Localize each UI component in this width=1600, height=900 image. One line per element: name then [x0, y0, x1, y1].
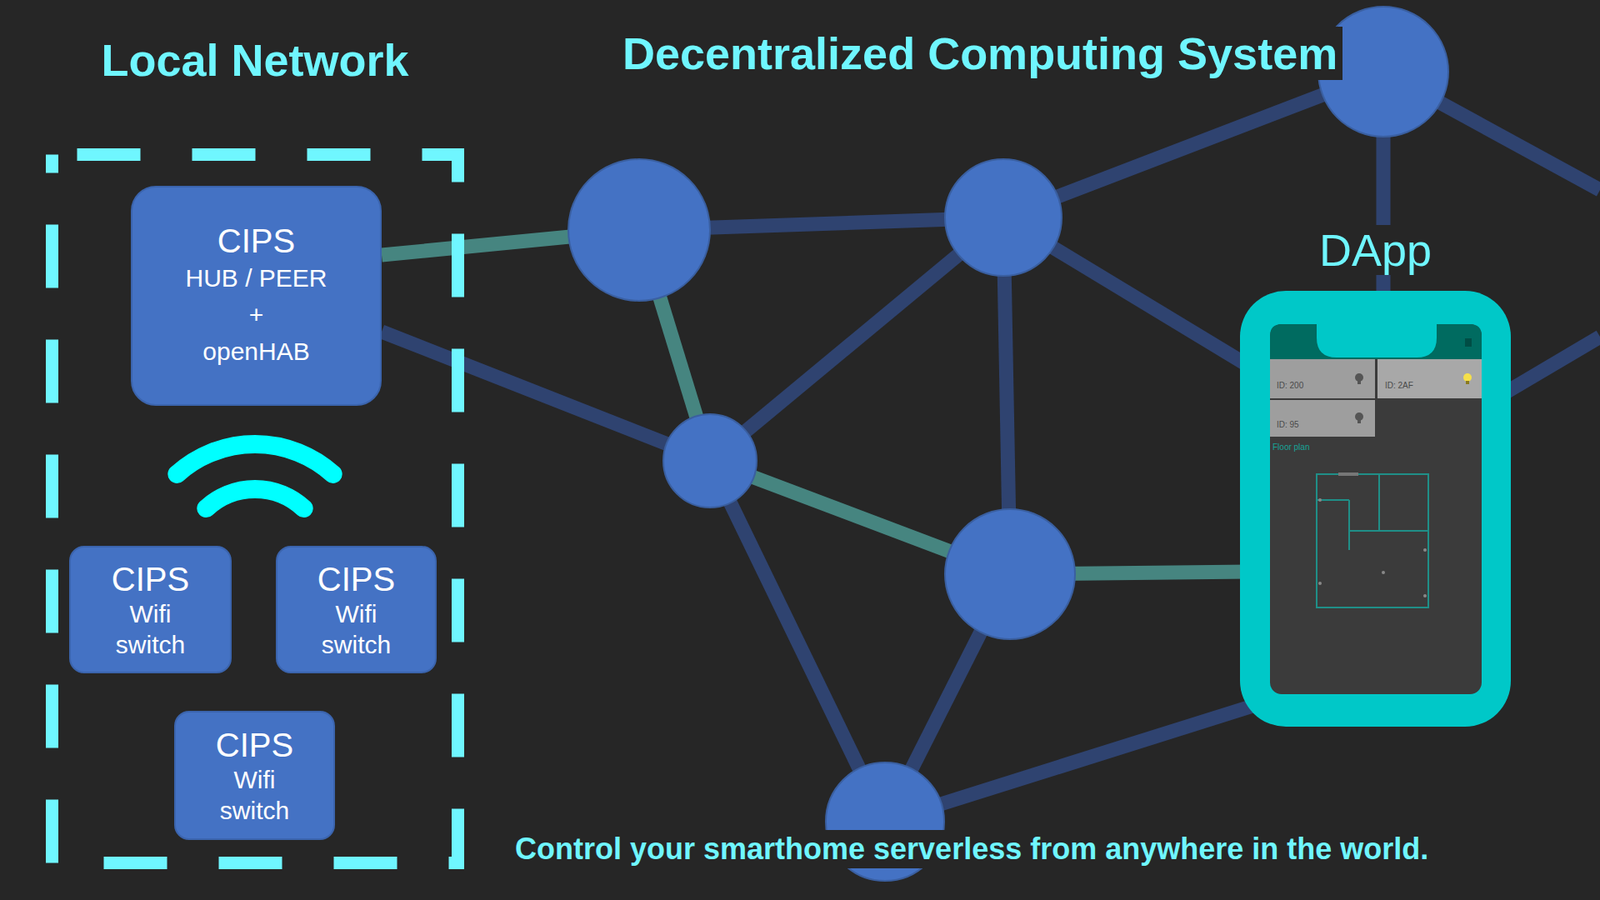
text-line: Wifi	[115, 598, 185, 630]
diagram-caption: Control your smarthome serverless from a…	[510, 830, 1434, 869]
text-line: switch	[115, 629, 185, 660]
device-role: Wifi switch	[115, 598, 185, 660]
device-name: CIPS	[317, 560, 395, 599]
screen-label: ID: 2AF	[1385, 380, 1414, 391]
phone-heading: DApp	[1314, 225, 1437, 275]
bulb-glass	[1463, 373, 1472, 382]
floor-plan-marker	[1381, 570, 1385, 575]
box-text-group: CIPSHUB / PEER + openHAB	[185, 221, 327, 370]
device-role: Wifi switch	[321, 598, 391, 660]
text-line: switch	[220, 795, 290, 826]
header-icon	[1465, 338, 1472, 347]
device-box: CIPSWifi switch	[174, 710, 335, 840]
bulb-glass	[1355, 412, 1364, 421]
dapp-phone: DApp	[1240, 225, 1511, 727]
device-name: CIPS	[217, 221, 295, 260]
local-network-region: Local NetworkCIPSHUB / PEER + openHABCIP…	[45, 16, 465, 870]
network-link	[381, 331, 710, 461]
bulb-base	[1357, 420, 1361, 424]
bulb-base	[1357, 380, 1361, 385]
network-link	[1500, 336, 1600, 396]
floor-plan-door	[1338, 472, 1359, 476]
box-text-group: CIPSWifi switch	[215, 725, 294, 826]
network-peer	[945, 159, 1062, 276]
device-cell	[1270, 359, 1375, 399]
device-cell	[1270, 400, 1375, 437]
text-line: openHAB	[185, 333, 327, 370]
phone-body	[1240, 290, 1511, 727]
phone-heading-row: DApp	[1240, 225, 1511, 275]
network-peer	[945, 509, 1075, 640]
device-cell	[1377, 359, 1482, 399]
bulb-base	[1465, 380, 1470, 385]
screen-label: ID: 200	[1276, 380, 1304, 391]
text-line: switch	[321, 629, 391, 660]
network-peer	[663, 414, 757, 508]
bulb-glass	[1355, 373, 1364, 382]
box-text-group: CIPSWifi switch	[111, 560, 190, 660]
phone-notch	[1316, 320, 1437, 358]
bulb-icon	[1355, 373, 1364, 385]
floor-plan-marker	[1318, 498, 1322, 502]
device-box: CIPSHUB / PEER + openHAB	[130, 185, 382, 406]
box-text-group: CIPSWifi switch	[317, 560, 395, 660]
floor-plan-wall	[1349, 530, 1429, 532]
phone-screen	[1270, 324, 1482, 695]
device-role: HUB / PEER + openHAB	[185, 260, 327, 370]
device-name: CIPS	[215, 725, 294, 765]
device-role: Wifi switch	[220, 764, 290, 826]
text-line: Wifi	[321, 598, 391, 630]
device-box: CIPSWifi switch	[69, 545, 232, 674]
text-line: +	[185, 296, 327, 334]
screen-label: Floor plan	[1272, 442, 1310, 453]
floor-plan	[1316, 474, 1429, 608]
text-line: Wifi	[220, 764, 290, 795]
floor-plan-marker	[1318, 581, 1322, 585]
screen-label: ID: 95	[1276, 420, 1300, 430]
floor-plan-marker	[1423, 594, 1427, 598]
network-peer	[568, 159, 710, 301]
diagram-title: Decentralized Computing System	[617, 26, 1343, 80]
floor-plan-wall	[1316, 499, 1350, 501]
device-name: CIPS	[111, 560, 190, 599]
device-box: CIPSWifi switch	[275, 545, 437, 674]
wifi-arc	[205, 489, 304, 509]
region-heading: Local Network	[45, 33, 465, 87]
wifi-arc	[176, 444, 333, 475]
dashed-outline	[52, 155, 459, 864]
text-line: HUB / PEER	[185, 260, 327, 297]
bulb-icon	[1355, 412, 1364, 424]
bulb-icon	[1463, 373, 1472, 385]
floor-plan-marker	[1423, 548, 1427, 552]
floor-plan-wall	[1378, 474, 1380, 531]
floor-plan-wall	[1348, 500, 1350, 550]
